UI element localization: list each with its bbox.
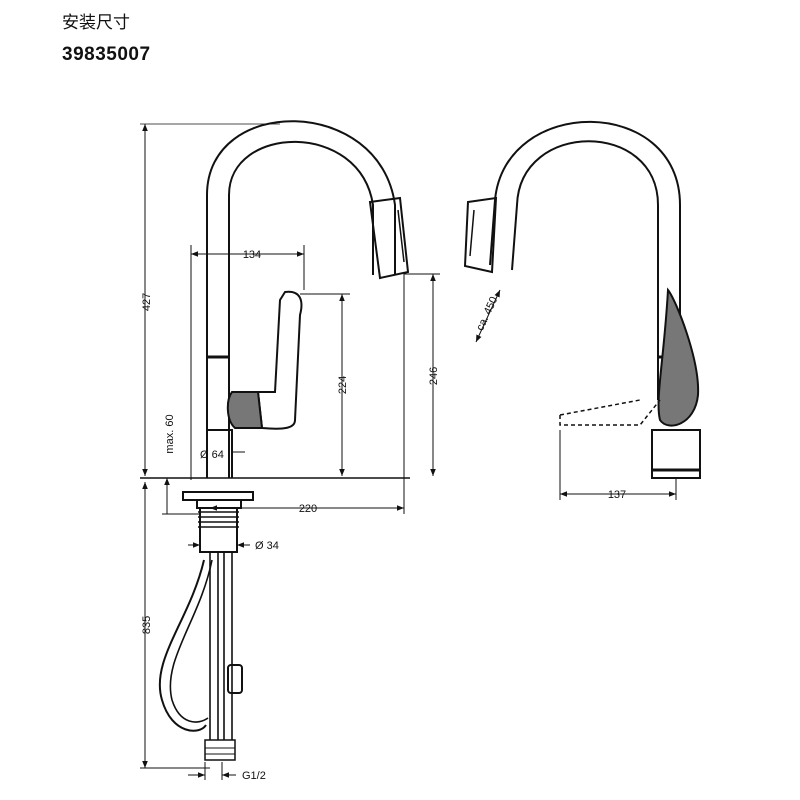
dim-ca-450: ca. 450	[474, 295, 500, 333]
hose-weight	[227, 664, 243, 694]
model-number: 39835007	[62, 44, 151, 65]
page-title: 安装尺寸	[62, 13, 130, 33]
handle-lever	[256, 290, 303, 430]
base-flange	[182, 491, 254, 501]
dim-137: 137	[608, 489, 626, 501]
side-dimension-labels: ca. 450 137	[474, 295, 626, 501]
dim-diameter-34: Ø 34	[255, 540, 279, 552]
dim-max-60: max. 60	[164, 414, 176, 453]
hose-loop	[158, 559, 207, 732]
spout-arch	[206, 120, 396, 478]
front-dimension-labels: 427 134 246 224 max. 60 Ø 64 220 Ø 34 83…	[141, 249, 440, 782]
side-dimensions	[475, 289, 677, 500]
dim-224: 224	[337, 376, 349, 394]
supply-tubes	[209, 552, 233, 740]
faucet-front-view	[140, 120, 410, 761]
threaded-shank	[199, 507, 238, 553]
handle-swing-range	[559, 399, 661, 426]
dim-246: 246	[428, 367, 440, 385]
side-spray-head	[463, 196, 498, 274]
faucet-side-view	[463, 120, 701, 479]
spray-head	[368, 196, 410, 280]
connection-fittings	[204, 739, 236, 761]
dim-diameter-64: Ø 64	[200, 449, 224, 461]
side-spout-arch	[489, 120, 681, 400]
dim-427: 427	[141, 293, 153, 311]
side-faucet-body	[651, 429, 701, 479]
side-handle	[657, 287, 700, 427]
spout-arch-inner	[228, 140, 374, 478]
front-dimensions	[140, 123, 440, 780]
faucet-body	[207, 429, 233, 478]
dim-835: 835	[141, 616, 153, 634]
dim-220: 220	[299, 503, 317, 515]
dim-g1-2: G1/2	[242, 770, 266, 782]
dim-134: 134	[243, 249, 261, 261]
